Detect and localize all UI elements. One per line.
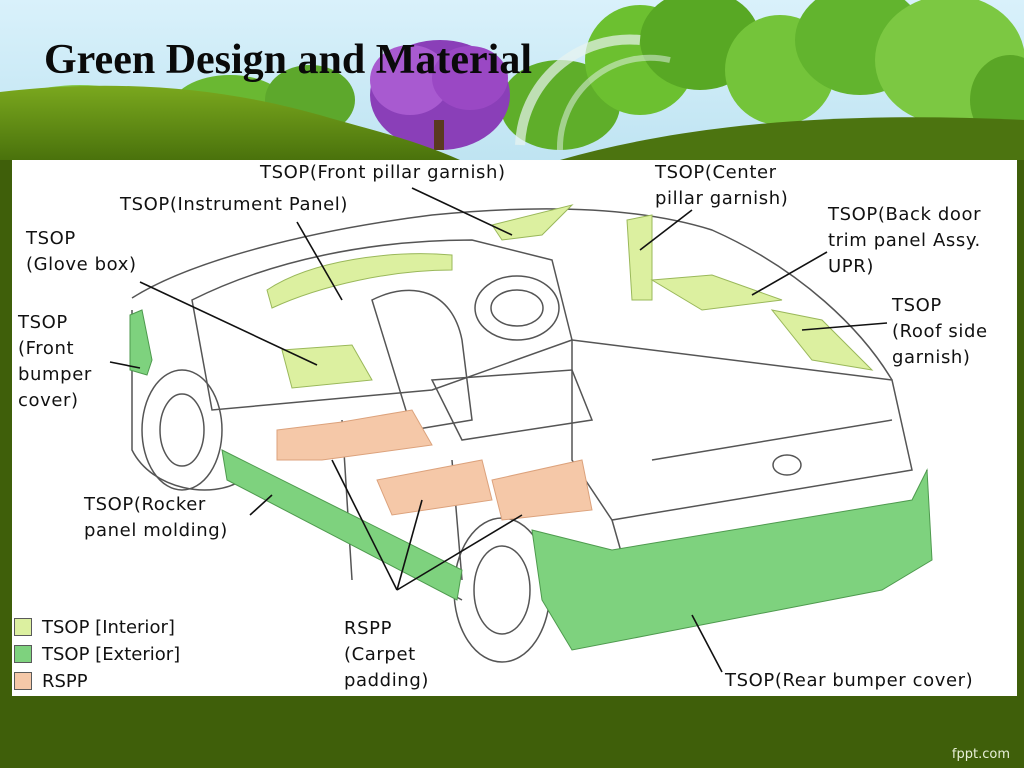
leader-carpet-1 xyxy=(331,459,398,591)
side-window-outline xyxy=(191,239,573,411)
footer-brand: fppt.com xyxy=(951,747,1010,762)
rspp-parts xyxy=(276,409,593,521)
leader-front-pillar xyxy=(411,187,513,236)
legend-swatch-tsop-exterior xyxy=(14,645,32,663)
tsop-interior-parts xyxy=(266,204,874,389)
rear-bumper-part xyxy=(531,468,933,651)
slide-title: Green Design and Material xyxy=(44,37,533,83)
carpet-part-back xyxy=(491,459,593,521)
front-wheel-hub xyxy=(159,393,205,467)
legend-item-tsop-exterior: TSOP [Exterior] xyxy=(14,641,180,667)
legend-item-tsop-interior: TSOP [Interior] xyxy=(14,614,175,640)
callout-rear-bumper: TSOP(Rear bumper cover) xyxy=(725,670,974,691)
rocker-panel-part xyxy=(221,449,463,601)
center-pillar-garnish-part xyxy=(626,214,653,301)
purple-tree xyxy=(370,40,510,150)
callout-roof-side: TSOP (Roof side garnish) xyxy=(892,295,988,368)
instrument-panel-part xyxy=(266,253,453,309)
legend-label: TSOP [Interior] xyxy=(42,616,175,638)
legend-item-rspp: RSPP xyxy=(14,668,88,694)
leader-carpet-3 xyxy=(396,514,523,591)
callout-front-pillar: TSOP(Front pillar garnish) xyxy=(260,162,506,183)
leader-center-pillar xyxy=(639,209,693,251)
front-bumper-part xyxy=(129,309,153,376)
back-door-trim-part xyxy=(650,274,783,311)
carpet-part-rear xyxy=(376,459,493,516)
rear-lid-line xyxy=(651,419,893,461)
carpet-part-front xyxy=(276,409,433,461)
leader-lines xyxy=(109,187,888,673)
leader-roof-side xyxy=(801,322,888,331)
front-seat-outline xyxy=(371,289,473,431)
steering-wheel xyxy=(474,275,560,341)
legend: TSOP [Interior] TSOP [Exterior] RSPP xyxy=(14,614,254,696)
trunk-outline xyxy=(571,339,913,521)
legend-label: TSOP [Exterior] xyxy=(42,643,181,665)
light-arc-2 xyxy=(556,54,671,151)
front-wheel xyxy=(141,369,223,491)
legend-swatch-tsop-interior xyxy=(14,618,32,636)
leader-glove-box xyxy=(139,281,318,366)
callout-center-pillar: TSOP(Center pillar garnish) xyxy=(655,162,789,209)
hill xyxy=(0,85,460,160)
light-arc xyxy=(515,34,641,146)
leader-rear-bumper xyxy=(691,614,723,673)
callout-back-door: TSOP(Back door trim panel Assy. UPR) xyxy=(828,204,982,277)
callout-carpet-padding: RSPP (Carpet padding) xyxy=(344,618,429,691)
glove-box-part xyxy=(281,344,373,389)
legend-label: RSPP xyxy=(42,670,88,692)
callout-glove-box: TSOP (Glove box) xyxy=(26,228,137,275)
nature-banner xyxy=(0,0,1024,160)
callout-rocker-panel: TSOP(Rocker panel molding) xyxy=(84,494,228,541)
leader-instrument-panel xyxy=(296,221,343,301)
rear-wheel-hub xyxy=(473,545,531,635)
car-diagram xyxy=(109,187,933,673)
leader-front-bumper xyxy=(109,361,141,369)
rear-seat-outline xyxy=(430,369,594,441)
hill-right xyxy=(560,117,1024,160)
callout-front-bumper: TSOP (Front bumper cover) xyxy=(18,312,92,411)
leader-back-door xyxy=(751,251,828,296)
front-pillar-garnish-part xyxy=(491,204,574,241)
roof-side-garnish-part xyxy=(770,309,874,371)
leader-rocker-panel xyxy=(249,494,273,516)
car-diagram-panel: TSOP(Front pillar garnish) TSOP(Center p… xyxy=(12,160,1017,696)
legend-swatch-rspp xyxy=(14,672,32,690)
leader-carpet-2 xyxy=(396,499,423,591)
tsop-exterior-parts xyxy=(129,309,933,651)
callout-instrument-panel: TSOP(Instrument Panel) xyxy=(120,194,349,215)
steering-wheel-inner xyxy=(490,289,544,327)
rear-emblem xyxy=(772,454,802,476)
